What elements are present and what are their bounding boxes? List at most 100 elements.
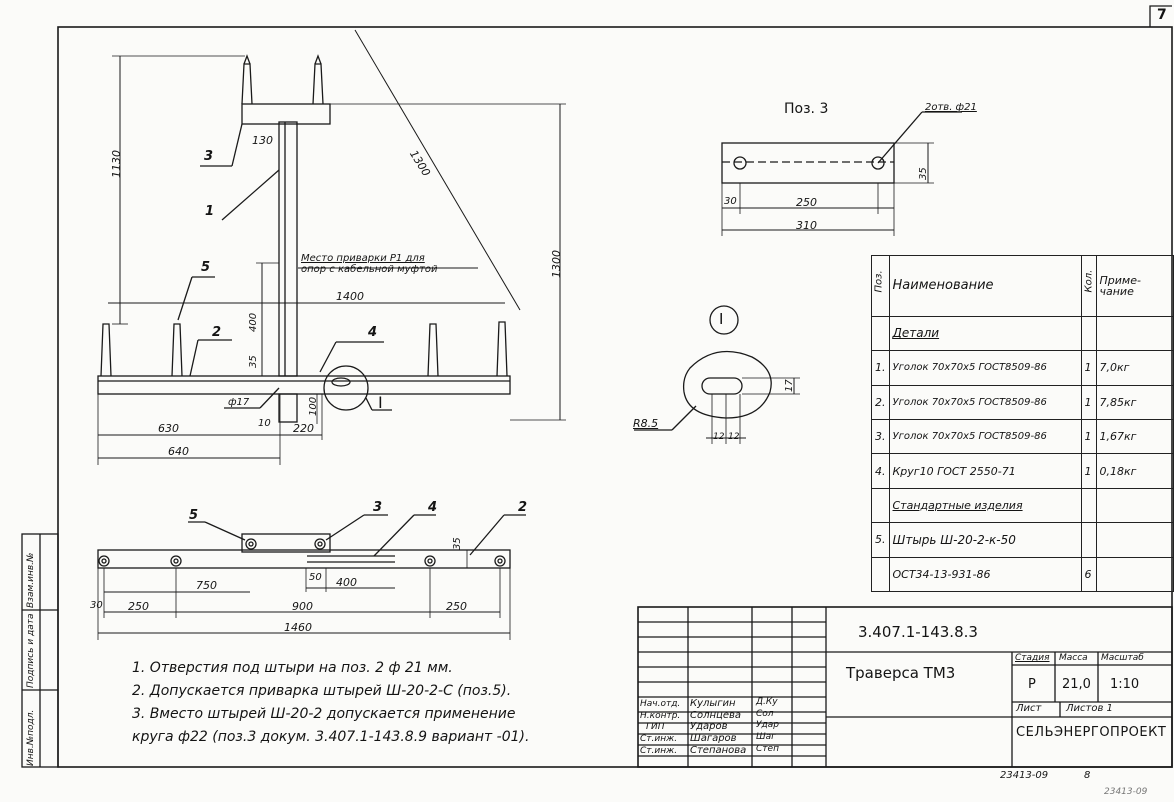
plan-dim-35: 35 [452, 537, 463, 550]
detail-dim-12a: 12 [713, 432, 725, 442]
signer-sign: Удар [756, 720, 779, 730]
pos3-title: Поз. 3 [784, 101, 829, 117]
spec-row: 5. Штырь Ш-20-2-к-50 [871, 522, 1174, 558]
signer-role: Ст.инж. [640, 734, 678, 744]
dim-100: 100 [308, 396, 319, 416]
weld-note-line1: Место приварки Р1 для [301, 253, 425, 264]
dim-220: 220 [293, 422, 314, 435]
detail-dim-r85: R8.5 [633, 417, 659, 430]
plan-dim-400: 400 [336, 576, 357, 589]
pos3-plate [721, 142, 895, 184]
spec-row: 4. Круг10 ГОСТ 2550-71 1 0,18кг [871, 453, 1174, 489]
plan-view [97, 514, 526, 640]
scale-label: Масштаб [1101, 653, 1144, 663]
page-number-box [1149, 5, 1172, 27]
dim-1130: 1130 [110, 150, 123, 178]
dim-630: 630 [158, 422, 179, 435]
detail-i-label: I [719, 310, 724, 328]
bottom-code: 23413-09 [1000, 770, 1049, 781]
plan-dim-250-left: 250 [128, 600, 149, 613]
bottom-mark: 8 [1084, 770, 1091, 781]
plan-callout-5: 5 [189, 508, 199, 523]
spec-section-details: Детали [888, 315, 1082, 352]
top-angle [241, 103, 331, 125]
signer-name: Степанова [690, 745, 747, 756]
drawing-title: Траверса ТМ3 [846, 664, 956, 682]
dim-640: 640 [168, 445, 189, 458]
pos3-detail [721, 111, 962, 236]
signer-role: Н.контр. [640, 711, 681, 721]
sheet-label: Лист [1016, 703, 1042, 714]
plan-dim-30: 30 [90, 600, 103, 611]
pos3-dim-310: 310 [796, 219, 817, 232]
spec-row: 3. Уголок 70х70х5 ГОСТ8509-86 1 1,67кг [871, 418, 1174, 455]
plan-dim-50: 50 [309, 572, 322, 583]
spec-header-note: Приме-чание [1095, 255, 1174, 317]
dim-400: 400 [248, 312, 259, 332]
mass-label: Масса [1059, 653, 1088, 663]
signer-sign: Степ [756, 744, 779, 754]
dim-130: 130 [252, 134, 273, 147]
callout-5: 5 [201, 260, 211, 275]
detail-i-view [634, 305, 800, 444]
signer-sign: Сол [756, 709, 774, 719]
signer-name: Кулыгин [690, 698, 736, 709]
callout-3: 3 [204, 149, 214, 164]
org-name: СЕЛЬЭНЕРГОПРОЕКТ [1016, 725, 1167, 740]
signer-name: Шагаров [690, 733, 737, 744]
signer-role: ГИП [646, 722, 665, 732]
spec-row: 1. Уголок 70х70х5 ГОСТ8509-86 1 7,0кг [871, 350, 1174, 386]
plan-dim-250-right: 250 [446, 600, 467, 613]
stage-label: Стадия [1015, 653, 1050, 663]
plan-dim-750: 750 [196, 579, 217, 592]
pos3-dim-30: 30 [724, 196, 737, 207]
note-1: 1. Отверстия под штыри на поз. 2 ф 21 мм… [132, 660, 453, 676]
signer-role: Ст.инж. [640, 746, 678, 756]
specification-table: Поз. Наименование Кол. Приме-чание Детал… [871, 255, 1174, 592]
sheets-label: Листов 1 [1066, 703, 1113, 714]
note-4: круга ф22 (поз.3 докум. 3.407.1-143.8.9 … [132, 729, 530, 745]
dim-phi17: ф17 [228, 397, 250, 408]
callout-2: 2 [212, 325, 222, 340]
detail-dim-17: 17 [784, 379, 795, 392]
plan-dim-1460: 1460 [284, 621, 312, 634]
slot-hole [701, 377, 743, 395]
pos3-dim-35: 35 [918, 167, 929, 180]
detail-ref-i: I [378, 393, 383, 412]
spec-row: ОСТ34-13-931-86 6 [871, 556, 1174, 592]
dim-10: 10 [258, 418, 271, 429]
callout-1: 1 [205, 204, 215, 219]
page-number: 7 [1157, 7, 1167, 23]
title-block-frame [637, 606, 1173, 768]
plan-callout-4: 4 [428, 500, 438, 515]
plan-callout-2: 2 [518, 500, 528, 515]
plan-dim-900: 900 [292, 600, 313, 613]
dim-1400: 1400 [336, 290, 364, 303]
signer-sign: Д.Ку [756, 697, 778, 707]
spec-header-qty: Кол. [1083, 270, 1094, 293]
side-stamp-inv-podl: Инв.№подл. [26, 709, 36, 766]
vertical-angle [278, 121, 298, 377]
scale-value: 1:10 [1110, 677, 1140, 692]
pins-main [100, 54, 508, 377]
detail-i-outline [682, 350, 772, 419]
callout-4: 4 [368, 325, 378, 340]
spec-header-pos: Поз. [873, 270, 885, 293]
detail-dim-12b: 12 [728, 432, 740, 442]
stage-value: Р [1028, 677, 1036, 692]
dim-35: 35 [248, 355, 259, 368]
pos3-hole-note: 2отв. ф21 [925, 102, 977, 113]
main-elevation-view [97, 29, 566, 465]
signer-name: Ударов [690, 721, 728, 732]
pos3-dim-250: 250 [796, 196, 817, 209]
note-3: 3. Вместо штырей Ш-20-2 допускается прим… [132, 706, 516, 722]
dim-1300-vertical: 1300 [550, 250, 563, 278]
signer-name: Солнцева [690, 710, 742, 721]
side-stamp-podpis: Подпись и дата [26, 613, 36, 688]
plan-callout-3: 3 [373, 500, 383, 515]
bottom-right-code: 23413-09 [1104, 787, 1148, 797]
note-2: 2. Допускается приварка штырей Ш-20-2-С … [132, 683, 512, 699]
signer-sign: Шаг [756, 732, 776, 742]
mass-value: 21,0 [1062, 677, 1091, 692]
